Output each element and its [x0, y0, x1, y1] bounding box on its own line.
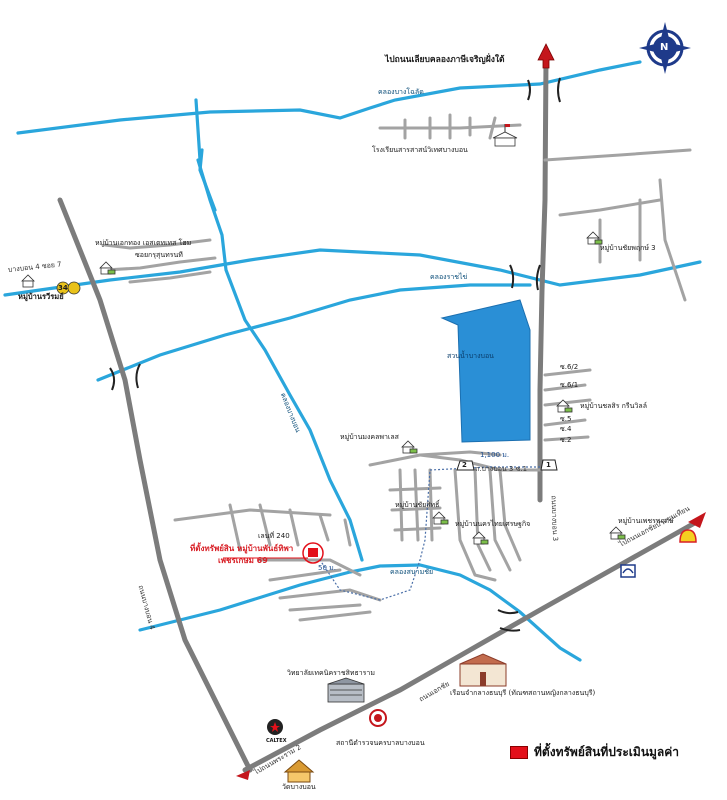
- school-icon: [492, 124, 518, 147]
- village-rungruang-label: หมู่บ้านรวีรมย์: [18, 292, 64, 301]
- route-marker-2-label: 2: [462, 461, 467, 469]
- soi-label-1: ซ.6/2: [560, 363, 579, 371]
- village-right-label: หมู่บ้านเพชรพฤกษ์: [618, 517, 674, 525]
- college-label: วิทยาลัยเทคนิคราชสิทธาราม: [287, 669, 375, 677]
- right-arrow: [688, 512, 706, 528]
- bridge-bottom: [497, 609, 521, 632]
- legend-label: ที่ตั้งทรัพย์สินที่ประเมินมูลค่า: [534, 745, 680, 759]
- bridges: [109, 77, 561, 632]
- bridge-top: [527, 77, 561, 103]
- village-top-left-label: หมู่บ้านเอกทอง เอสเตทเทส โฮม: [95, 239, 192, 247]
- soi-left-label: ซอยกรุสุนทรนที: [135, 251, 183, 259]
- legend-marker: [510, 746, 528, 759]
- subject-marker: [223, 542, 324, 564]
- canal-sanamchai: [138, 563, 582, 662]
- caltex-icon: [267, 719, 283, 735]
- road-right-label: ถนนบางบอน 3: [549, 495, 560, 542]
- gas-station-icon: [620, 564, 636, 578]
- village-nakorn-label: หมู่บ้านนครไทยเศรษฐกิจ: [455, 520, 531, 528]
- small-distance-label: 50 ม.: [318, 564, 336, 572]
- temple-label: วัดบางบอน: [282, 783, 316, 791]
- village-dsr-label: หมู่บ้านชลสิร กรีนวิลล์: [580, 402, 647, 410]
- canal-ratchakai: [3, 248, 702, 297]
- temple-icon: [283, 759, 315, 783]
- bridge-mid: [509, 264, 541, 291]
- canal-top-label: คลองบางโฉลัด: [378, 88, 424, 96]
- road-bangbon3-soi-label: ถ.บางบอน 3 ซ.1: [475, 465, 528, 473]
- lake-bangbon: [440, 299, 531, 443]
- soi-label-4: ซ.4: [560, 425, 572, 433]
- route-line: [319, 466, 540, 601]
- badge-34: [56, 281, 81, 295]
- house-icon: [401, 440, 418, 454]
- house-icon: [556, 399, 573, 413]
- house-icon: [586, 231, 603, 245]
- road-bangbon4: [57, 197, 253, 773]
- canal-west-branch: [198, 148, 217, 212]
- subject-label-2: เพชรเกษม 69: [218, 556, 268, 565]
- bridge-left: [109, 363, 141, 391]
- house-icon: [609, 526, 626, 540]
- distance-label: 1,100 ม.: [480, 451, 510, 459]
- village-icons: [21, 231, 626, 545]
- police-icon: [369, 709, 387, 727]
- prison-label: เรือนจำกลางธนบุรี (ทัณฑสถานหญิงกลางธนบุร…: [450, 689, 596, 697]
- canal-sanamchai-label: คลองสนามชัย: [390, 568, 434, 576]
- top-arrow: [537, 43, 555, 69]
- compass-label: N: [660, 42, 669, 53]
- soi-label-3: ซ.5: [560, 415, 572, 423]
- canal-lower: [96, 283, 532, 382]
- soi-label-2: ซ.6/1: [560, 381, 579, 389]
- prison-icon: [459, 653, 507, 687]
- soi-label-5: ซ.2: [560, 436, 572, 444]
- house-icon: [432, 511, 449, 525]
- major-roads: [57, 57, 703, 773]
- left-arrow: [236, 770, 250, 780]
- minor-roads: [103, 113, 692, 622]
- top-label: ไปถนนเลียบคลองภาษีเจริญฝั่งใต้: [385, 55, 505, 65]
- lake-label: สวนน้ำบางบอน: [447, 352, 494, 360]
- caltex-label: CALTEX: [266, 738, 287, 744]
- road-ekachai: [242, 517, 703, 773]
- shell-icon: [679, 529, 697, 543]
- canal-vertical-1: [196, 158, 364, 562]
- route-marker-1-label: 1: [546, 461, 551, 469]
- badge-34-label: 34: [58, 284, 68, 292]
- village-mangkorn-label: หมู่บ้านมงคลพาเลส: [340, 433, 399, 441]
- village-chaipruk-label: หมู่บ้านชัยพฤกษ์ 3: [600, 244, 656, 252]
- police-label: สถานีตำรวจนครบาลบางบอน: [336, 739, 425, 747]
- lane-240-label: เลนที่ 240: [258, 532, 290, 540]
- house-icon: [21, 274, 35, 288]
- subject-label-1: ที่ตั้งทรัพย์สิน หมู่บ้านพันธ์ทิพา: [190, 544, 294, 553]
- route-marker-1: [540, 459, 558, 471]
- college-icon: [327, 677, 365, 703]
- canal-mid-label: คลองราชไข่: [430, 273, 468, 281]
- school-label: โรงเรียนสารสาสน์วิเทศบางบอน: [372, 146, 468, 154]
- legend: ที่ตั้งทรัพย์สินที่ประเมินมูลค่า: [510, 743, 679, 762]
- house-icon: [99, 261, 116, 275]
- canal-vertical-2: [194, 98, 202, 162]
- house-icon: [472, 531, 489, 545]
- compass-icon: [639, 22, 691, 74]
- route-marker-2: [456, 460, 475, 471]
- village-chat-label: หมู่บ้านชัยสิทธิ์: [395, 501, 440, 509]
